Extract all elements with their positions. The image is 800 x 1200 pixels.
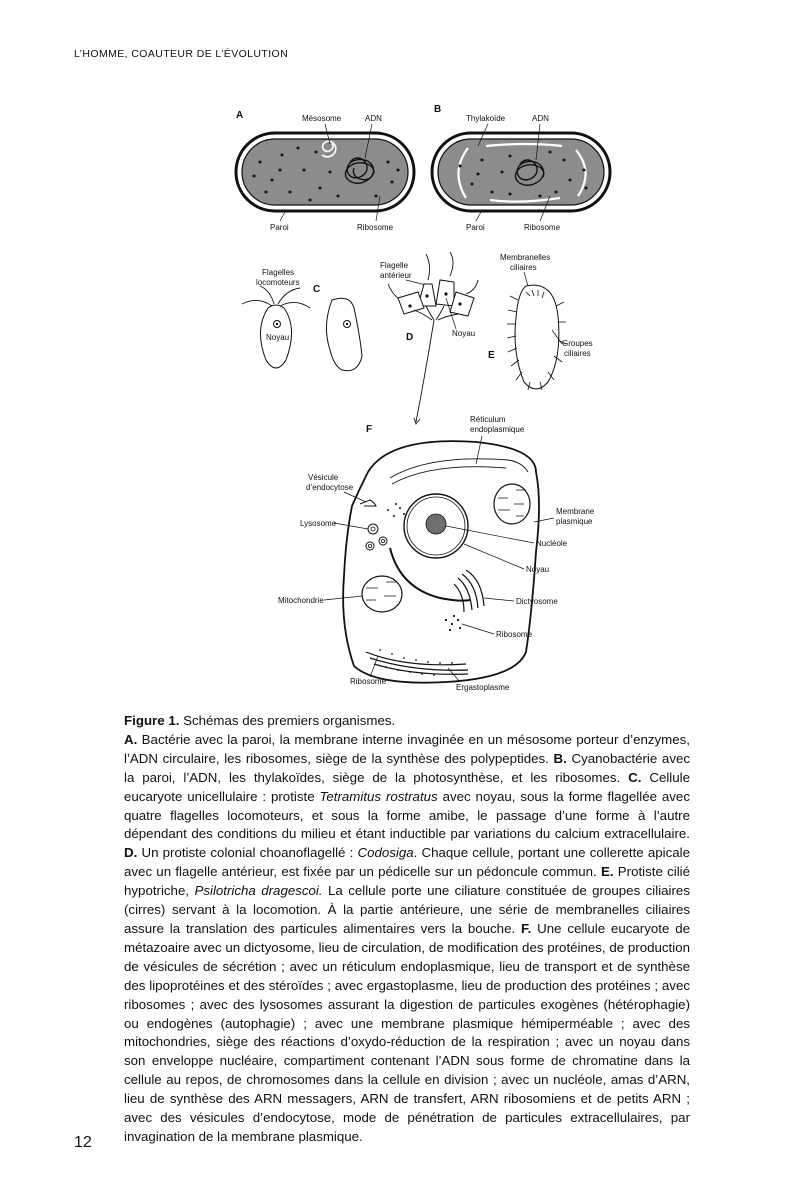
bacterium-cytoplasm <box>242 139 408 205</box>
label-flagelles-2: locomoteurs <box>256 278 300 287</box>
lysosome-2 <box>366 542 374 550</box>
amoeba-cell <box>326 298 362 371</box>
label-reticulum-2: endoplasmique <box>470 425 525 434</box>
stalk-d <box>414 306 458 422</box>
caption-key-d: D. <box>124 845 137 860</box>
panel-e-psilotricha: E Membranelles ciliaires Groupes ciliair… <box>488 253 593 390</box>
page-number: 12 <box>74 1134 92 1152</box>
panel-a-bacterium: A Mésosome ADN Paroi Ribosome <box>236 110 414 232</box>
label-flagelle-2: antérieur <box>380 271 412 280</box>
caption-text-f: Une cellule eucaryote de métazoaire avec… <box>124 921 690 1144</box>
panel-c-tetramitus: C Flagelles locomoteurs Noyau <box>242 268 362 371</box>
label-paroi-a: Paroi <box>270 223 289 232</box>
caption-species-d: Codosiga <box>357 845 413 860</box>
label-ribosome-b: Ribosome <box>524 223 561 232</box>
caption-species-e: Psilotricha dragescoi. <box>194 883 322 898</box>
caption-key-a: A. <box>124 732 137 747</box>
label-paroi-b: Paroi <box>466 223 485 232</box>
figure-caption: Figure 1. Schémas des premiers organisme… <box>124 712 690 1147</box>
label-groupes-2: ciliaires <box>564 349 591 358</box>
caption-key-c: C. <box>628 770 641 785</box>
lysosome-1 <box>368 524 378 534</box>
label-dictyosome: Dictyosome <box>516 597 558 606</box>
label-noyau-c: Noyau <box>266 333 289 342</box>
panel-e-letter: E <box>488 350 495 361</box>
label-lysosome: Lysosome <box>300 519 337 528</box>
label-membranelles-1: Membranelles <box>500 253 550 262</box>
label-groupes-1: Groupes <box>562 339 593 348</box>
label-reticulum-1: Réticulum <box>470 415 506 424</box>
label-mitochondrie: Mitochondrie <box>278 596 324 605</box>
caption-species-c: Tetramitus rostratus <box>319 789 437 804</box>
label-nucleole: Nucléole <box>536 539 568 548</box>
label-thylakoide: Thylakoïde <box>466 114 506 123</box>
caption-text-d-1: Un protiste colonial choanoflagellé : <box>137 845 357 860</box>
ciliate-body <box>515 285 559 389</box>
label-flagelles-1: Flagelles <box>262 268 294 277</box>
label-membrane-1: Membrane <box>556 507 595 516</box>
label-ribosome-a: Ribosome <box>357 223 394 232</box>
nucleus-c <box>276 323 278 325</box>
plasma-membrane <box>343 441 539 683</box>
label-mesosome: Mésosome <box>302 114 342 123</box>
caption-body: A. Bactérie avec la paroi, la membrane i… <box>124 731 690 1147</box>
label-ribosome-f-right: Ribosome <box>496 630 533 639</box>
caption-key-b: B. <box>554 751 567 766</box>
label-ribosome-f-bottom: Ribosome <box>350 677 387 686</box>
label-adn-a: ADN <box>365 114 382 123</box>
label-membrane-2: plasmique <box>556 517 593 526</box>
label-vesicule-1: Vésicule <box>308 473 339 482</box>
panel-d-letter: D <box>406 332 413 343</box>
label-membranelles-2: ciliaires <box>510 263 537 272</box>
caption-key-e: E. <box>601 864 614 879</box>
nucleolus <box>426 514 446 534</box>
caption-subtitle: Schémas des premiers organismes. <box>179 713 395 728</box>
figure-1: A Mésosome ADN Paroi Ribosome B <box>220 100 620 700</box>
panel-c-letter: C <box>313 284 320 295</box>
caption-title: Figure 1. <box>124 713 179 728</box>
label-flagelle-1: Flagelle <box>380 261 409 270</box>
caption-title-line: Figure 1. Schémas des premiers organisme… <box>124 712 690 731</box>
caption-key-f: F. <box>521 921 531 936</box>
mitochondrion-2 <box>362 576 402 612</box>
panel-f-letter: F <box>366 424 372 435</box>
label-adn-b: ADN <box>532 114 549 123</box>
label-ergastoplasme: Ergastoplasme <box>456 683 510 692</box>
panel-a-letter: A <box>236 110 243 121</box>
label-noyau-d: Noyau <box>452 329 475 338</box>
label-vesicule-2: d’endocytose <box>306 483 354 492</box>
panel-d-codosiga: D Flagelle antérieur Noyau <box>380 252 478 424</box>
panel-b-cyanobacterium: B Thylakoïde ADN Paroi Ribosome <box>432 104 610 232</box>
running-head: L’HOMME, COAUTEUR DE L’ÉVOLUTION <box>74 48 288 60</box>
label-noyau-f: Noyau <box>526 565 549 574</box>
lysosome-3 <box>379 537 387 545</box>
panel-b-letter: B <box>434 104 441 115</box>
panel-f-animal-cell: F <box>278 415 595 692</box>
collar-cells <box>398 280 474 316</box>
